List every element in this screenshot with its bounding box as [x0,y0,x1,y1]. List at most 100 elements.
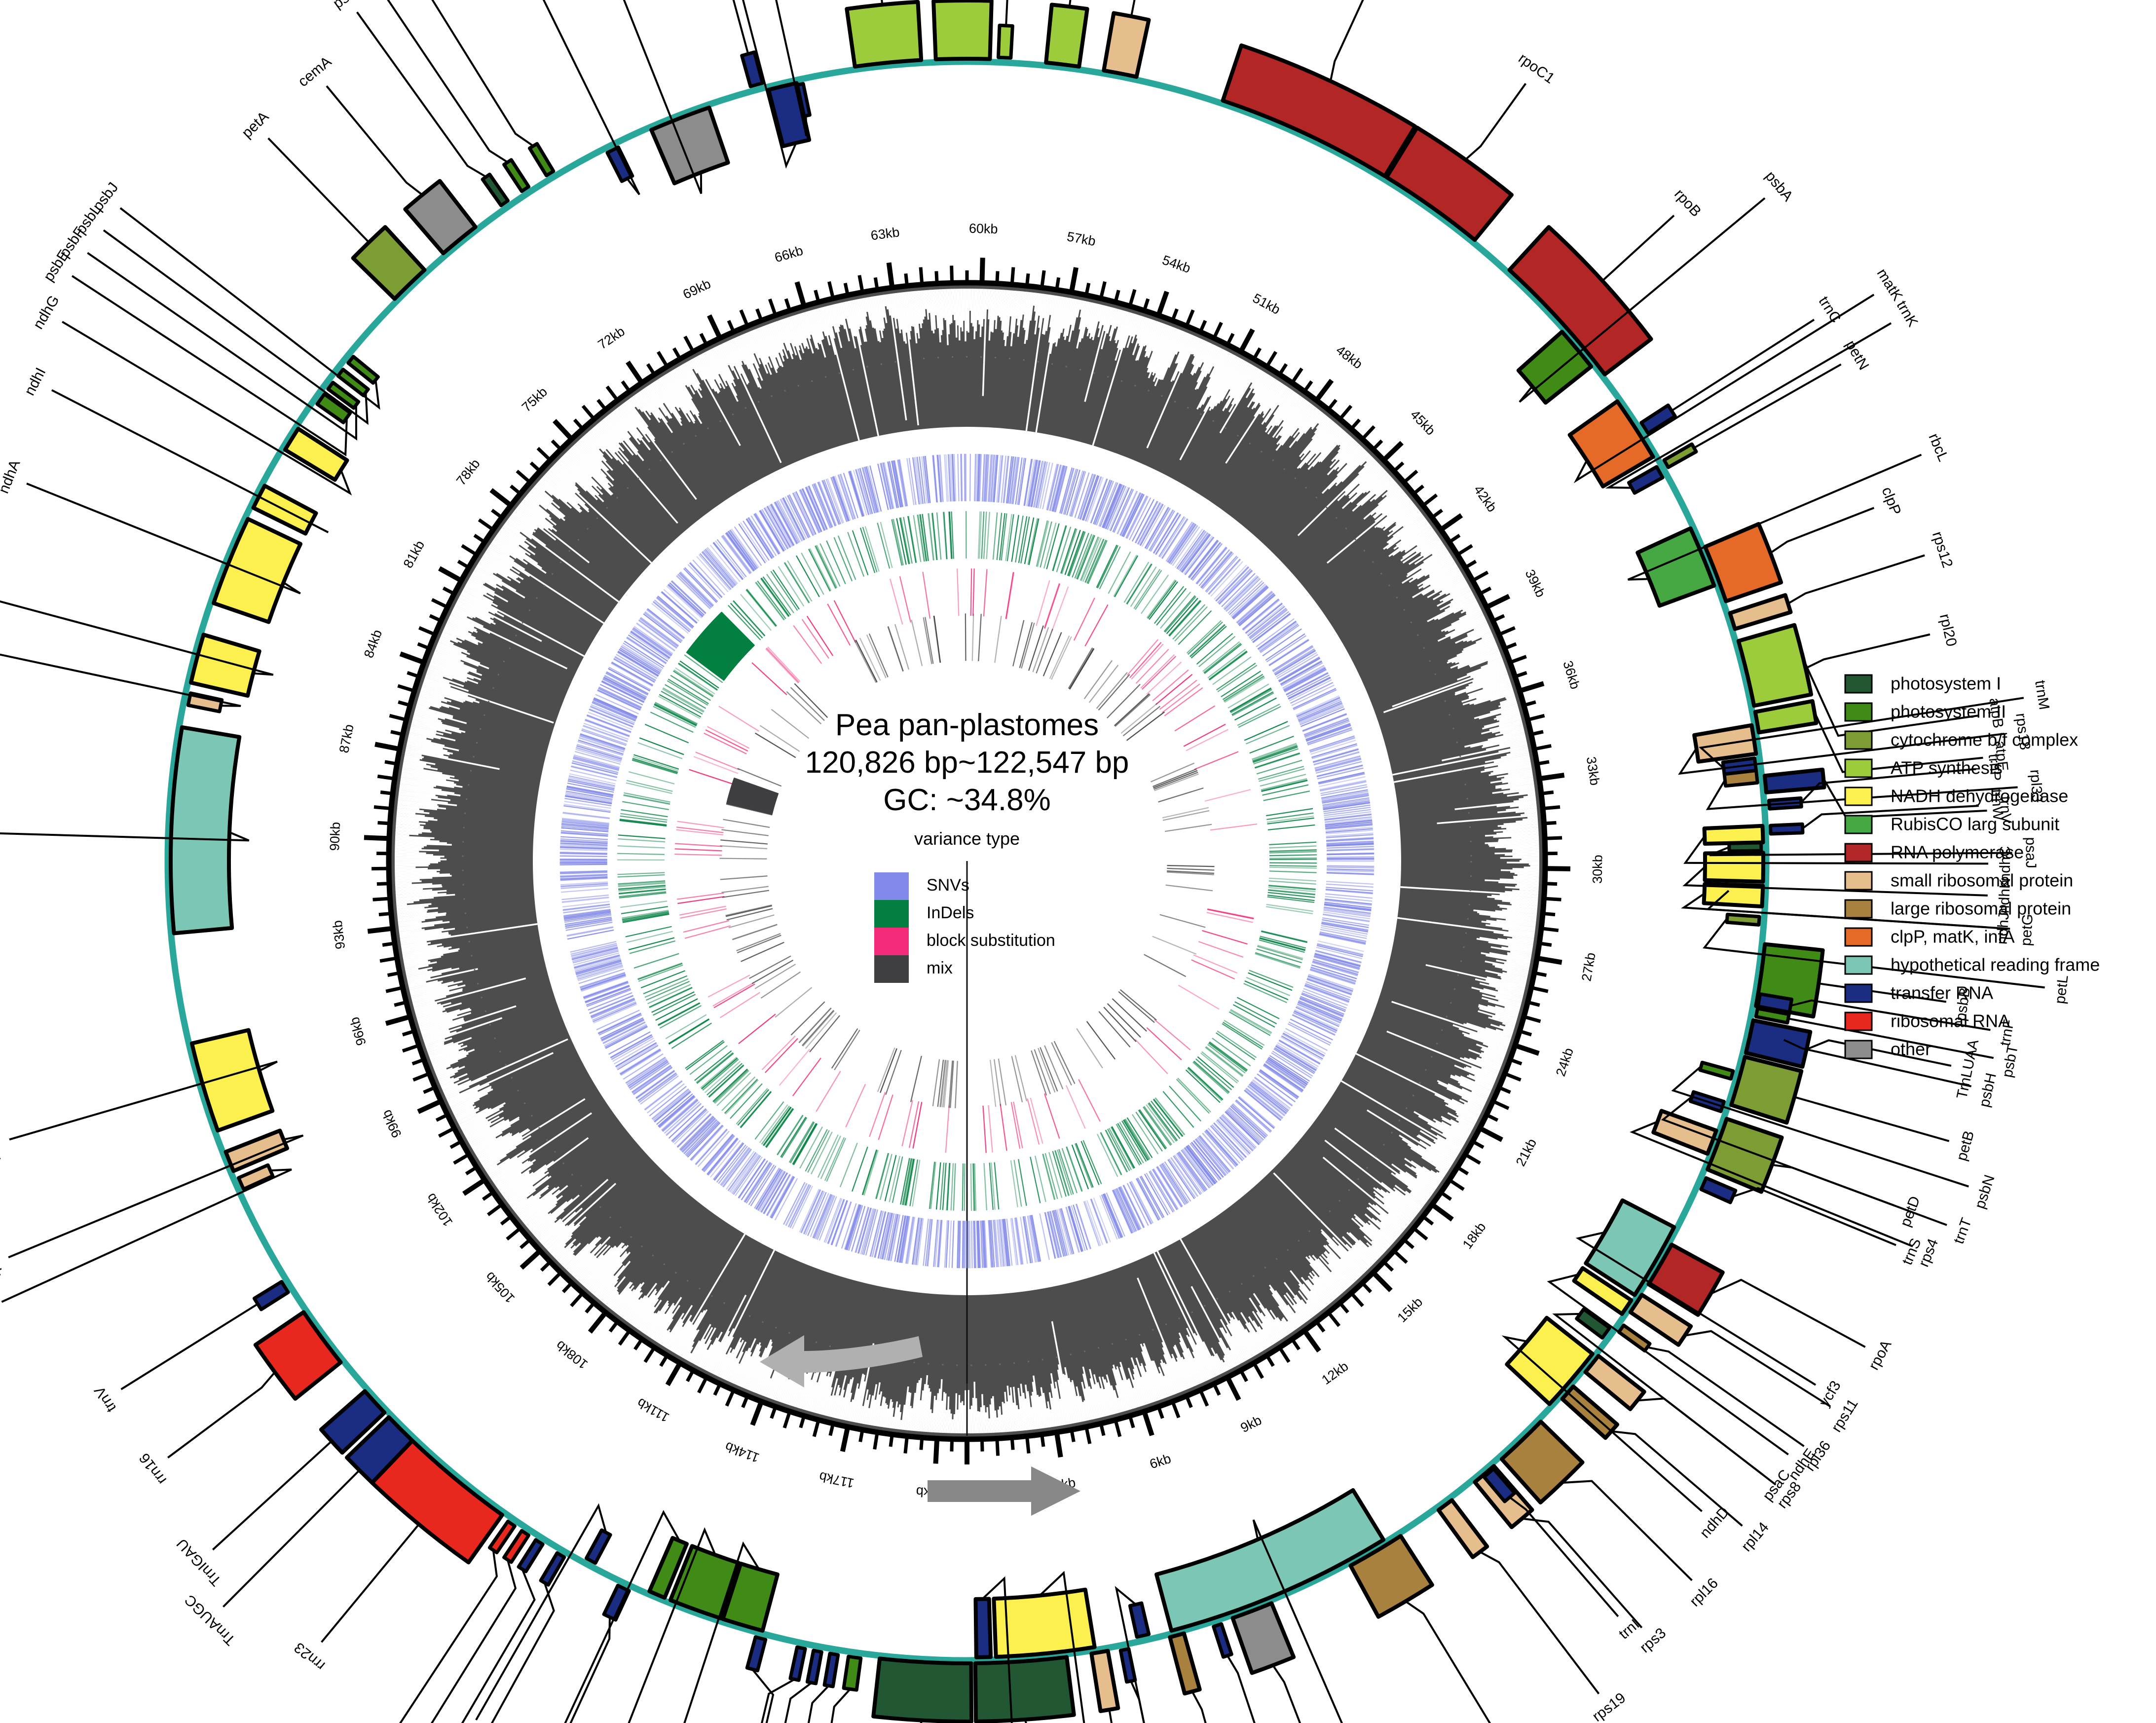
gene-box-trnR[interactable] [517,1538,545,1573]
gene-box-ycf3[interactable] [1584,1198,1676,1297]
gene-box-trnE[interactable] [788,1645,807,1682]
gene-box-trnS[interactable] [602,1583,631,1622]
gene-box-ndhF[interactable] [992,1587,1097,1659]
gene-box-ndhA[interactable] [211,517,303,624]
gene-box-trnS[interactable] [1699,1176,1738,1204]
gene-box-trnI[interactable] [1482,1467,1517,1503]
variance-mark [1164,1161,1191,1202]
gene-box-psbD[interactable] [721,1561,780,1633]
gene-box-accD[interactable] [649,105,730,186]
gene-box-ccsA[interactable] [1230,1601,1296,1675]
gene-box-petB[interactable] [1729,1055,1804,1125]
gene-box-rpoC1[interactable] [1384,125,1514,242]
variance-mark [1159,517,1186,558]
gene-box-rpl32[interactable] [1168,1631,1202,1696]
gene-box-rps14[interactable] [1089,1648,1120,1713]
gene-box-cemA[interactable] [403,179,478,256]
gene-box-psbF[interactable] [326,380,361,410]
gene-box-ycf2[interactable] [1154,1488,1386,1633]
gene-box-psbK[interactable] [527,142,556,178]
gene-box-trnD[interactable] [822,1651,840,1688]
gene-box-psaB[interactable] [973,1655,1076,1723]
gene-box-ycf1[interactable] [169,725,242,936]
gene-box-ndhK[interactable] [1703,851,1765,884]
gc-bar [1223,1357,1231,1370]
gene-box-psaC[interactable] [1575,1307,1612,1340]
gene-box-atpB[interactable] [1736,623,1814,708]
gene-box-trnY[interactable] [805,1648,823,1686]
gene-box-psbT[interactable] [1754,1007,1791,1025]
gene-box-rps4[interactable] [1651,1109,1718,1156]
gene-box-psbM[interactable] [842,1654,863,1692]
gene-box-ndhH[interactable] [189,633,261,698]
gene-box-petD[interactable] [1706,1117,1784,1194]
gene-box-trnL[interactable] [1212,1622,1233,1659]
gene-box-trnL[interactable] [539,1551,566,1587]
gene-box-trnG[interactable] [1128,1601,1151,1639]
gene-box-rps8[interactable] [1583,1353,1646,1411]
gene-box-atpI[interactable] [1044,2,1089,69]
gene-box-rps12[interactable] [237,1163,275,1191]
gene-box-rpl36[interactable] [1617,1323,1652,1353]
gene-box-ndhB[interactable] [189,1028,275,1133]
gene-box-psbE[interactable] [315,392,352,424]
gc-bar [1202,352,1231,405]
gc-bar [450,1087,492,1109]
gene-box-rpoA[interactable] [1646,1242,1725,1317]
gene-box-atpE[interactable] [1753,699,1819,735]
gene-box-rrn16[interactable] [253,1310,343,1401]
variance-mark [1188,621,1223,655]
gene-box-trnT[interactable] [745,1635,768,1673]
gene-box-rps19[interactable] [1436,1498,1489,1559]
gene-box-petL[interactable] [1725,912,1761,927]
variance-mark [1138,1110,1166,1150]
gene-box-trnC[interactable] [1639,403,1677,435]
gene-box-psaA[interactable] [871,1656,974,1723]
gene-box-TrnIGAU[interactable] [319,1389,387,1455]
variance-mark [1272,1050,1313,1077]
gene-box-trnQ[interactable] [605,145,634,183]
variance-mark [618,889,666,895]
gene-box-petN[interactable] [1662,442,1698,469]
gene-box-trnV[interactable] [1762,767,1826,794]
gene-box-atpH[interactable] [996,23,1014,60]
gene-box-rps12[interactable] [1728,593,1793,631]
gene-box-rps2[interactable] [1102,11,1151,79]
gene-box-rps7[interactable] [223,1128,289,1173]
gc-bar [739,1344,759,1387]
gene-box-trnN[interactable] [584,1528,612,1565]
variance-mark [1208,1043,1247,1072]
gene-box-psbA[interactable] [1516,330,1594,405]
gene-box-atpA[interactable] [845,0,924,69]
gene-box-psbN[interactable] [1698,1060,1735,1081]
ruler-tick [1512,1058,1523,1066]
variance-mark [969,1221,971,1269]
gc-bar [1484,761,1531,771]
gene-box-ndhE[interactable] [1572,1266,1634,1316]
gene-box-TrnLUAA[interactable] [1744,1018,1813,1069]
gene-box-rps11[interactable] [1628,1293,1693,1347]
gene-box-matK[interactable] [1567,399,1655,488]
gene-box-rrn23[interactable] [370,1438,504,1565]
variance-mark [581,729,627,746]
gene-box-rpoB[interactable] [1507,225,1653,376]
gene-box-rpoC2[interactable] [1221,43,1417,178]
gene-box-atpF[interactable] [931,0,994,62]
gene-box-trnF[interactable] [1756,992,1794,1014]
gene-box-rrn5[interactable] [502,1529,531,1564]
gene-box-trnK[interactable] [1627,465,1665,495]
gene-box-trnV[interactable] [252,1280,290,1311]
gene-box-psbI[interactable] [502,158,531,193]
gene-box-psbJ[interactable] [346,355,380,385]
gene-box-petA[interactable] [351,225,427,301]
gene-box-ndhC[interactable] [1702,824,1765,846]
gene-box-psbZ[interactable] [647,1536,689,1600]
gene-box-rrn4.5[interactable] [487,1519,517,1555]
gene-box-rpl2[interactable] [1348,1534,1434,1619]
gene-box-trnS[interactable] [740,50,765,88]
gene-box-rbcL[interactable] [1636,526,1716,608]
gene-box-trnW[interactable] [1768,822,1805,836]
gene-box-psaI[interactable] [481,172,510,207]
gene-box-trnH[interactable] [973,1597,993,1659]
gene-box-ndhG[interactable] [283,426,349,482]
